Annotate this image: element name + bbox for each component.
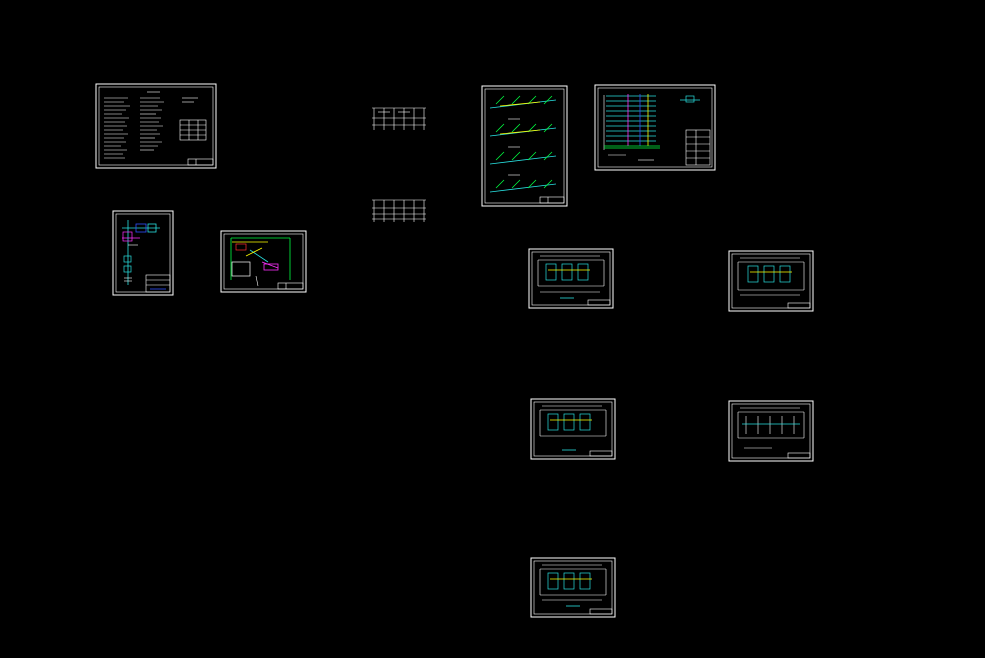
floor-plan-lines: [539, 564, 607, 607]
axonometric-sheet[interactable]: [481, 85, 568, 207]
floor-plan-1[interactable]: [528, 248, 614, 309]
title-block: [145, 274, 171, 293]
riser-detail-lines: [372, 199, 426, 222]
notes-text-block: [104, 91, 198, 159]
title-block: [539, 196, 565, 204]
floor-plan-lines: [539, 405, 607, 451]
title-block: [589, 450, 613, 457]
floor-plan-lines: [737, 407, 805, 449]
system-diagram-sheet[interactable]: [112, 210, 174, 296]
floor-plan-lines: [737, 257, 805, 296]
floor-plan-2[interactable]: [728, 250, 814, 312]
floor-plan-4[interactable]: [728, 400, 814, 462]
design-notes-sheet[interactable]: [95, 83, 217, 169]
riser-detail-lines: [372, 107, 426, 130]
site-plan-sheet[interactable]: [220, 230, 307, 293]
title-block: [187, 158, 214, 166]
riser-detail-lower[interactable]: [372, 199, 426, 222]
floor-plan-5[interactable]: [530, 557, 616, 618]
title-block: [787, 452, 811, 459]
floor-plan-3[interactable]: [530, 398, 616, 460]
title-block: [787, 302, 811, 309]
site-plan-lines: [230, 237, 291, 287]
system-diagram-lines: [122, 220, 160, 285]
title-block: [587, 299, 611, 306]
title-block: [277, 282, 304, 290]
notes-legend-table: [179, 119, 207, 141]
title-block: [589, 608, 613, 615]
axonometric-lines: [489, 95, 557, 193]
riser-diagram-lines: [603, 94, 700, 161]
floor-plan-lines: [537, 255, 605, 299]
riser-detail-upper[interactable]: [372, 107, 426, 130]
system-riser-sheet[interactable]: [594, 84, 716, 171]
riser-legend-table: [685, 129, 711, 166]
